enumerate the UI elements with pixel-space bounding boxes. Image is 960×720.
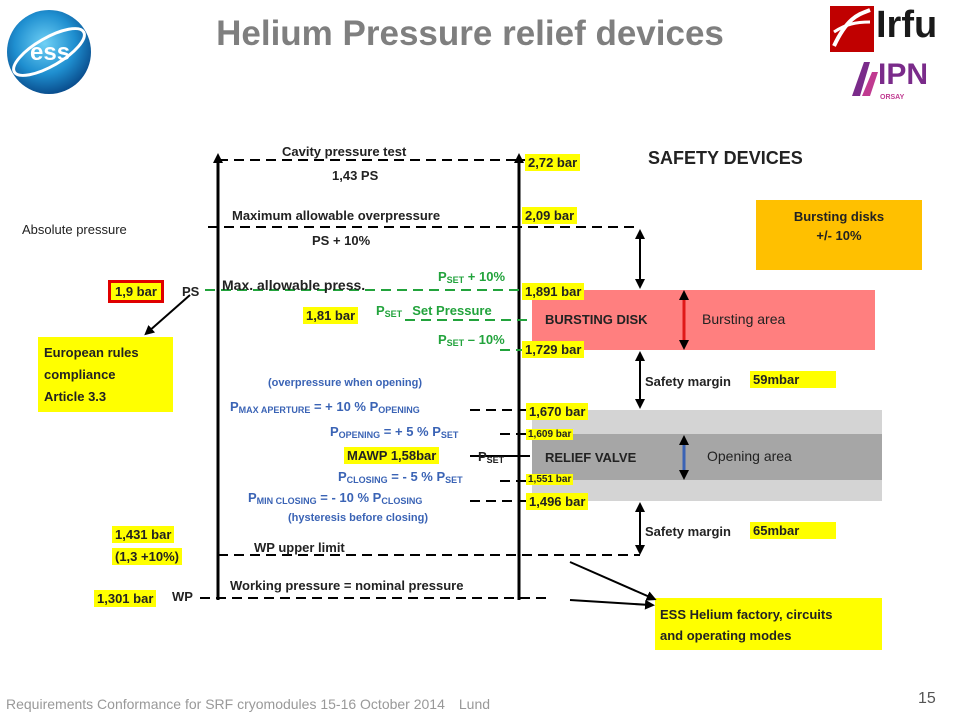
max-allowable-press-label: Max. allowable press. — [222, 277, 366, 293]
safety-margin-2-value: 65mbar — [750, 522, 836, 539]
overpressure-note: (overpressure when opening) — [268, 377, 423, 389]
mawp-pset-label: PSET — [478, 449, 505, 465]
max-overpressure-value: 2,09 bar — [522, 207, 578, 224]
pset-minus-value: 1,729 bar — [522, 341, 585, 358]
p-opening-value: 1,609 bar — [526, 429, 574, 440]
ess-logo: ess — [4, 6, 94, 98]
wp-upper-left-value-2: (1,3 +10%) — [112, 548, 182, 565]
bursting-disks-box — [756, 200, 922, 270]
wp-marker: WP — [172, 589, 193, 604]
bursting-disks-line2: +/- 10% — [816, 228, 862, 243]
safety-devices-heading: SAFETY DEVICES — [648, 148, 803, 168]
page-title: Helium Pressure relief devices — [216, 14, 724, 53]
bursting-disks-line1: Bursting disks — [793, 209, 885, 224]
irfu-text: Irfu — [876, 4, 938, 46]
working-pressure-label: Working pressure = nominal pressure — [230, 578, 464, 593]
ipn-text: IPN — [878, 58, 929, 91]
p-min-closing-value: 1,496 bar — [526, 493, 589, 510]
hysteresis-note: (hysteresis before closing) — [288, 512, 428, 524]
european-rules-line3: Article 3.3 — [44, 389, 107, 404]
p-opening-label: POPENING = + 5 % PSET — [330, 424, 459, 440]
bursting-disks-text: Bursting disks +/- 10% — [756, 207, 922, 245]
bursting-area-band — [532, 290, 875, 350]
cavity-test-value: 2,72 bar — [525, 154, 581, 171]
european-rules-box — [38, 337, 173, 412]
footer-text: Requirements Conformance for SRF cryomod… — [6, 696, 491, 712]
ps-value: 1,891 bar — [522, 283, 585, 300]
european-rules-line1: European rules — [44, 345, 139, 360]
max-overpressure-label: Maximum allowable overpressure — [232, 208, 441, 223]
p-max-aperture-value: 1,670 bar — [526, 403, 589, 420]
ipn-logo: IPN ORSAY — [850, 58, 940, 108]
p-max-aperture-label: PMAX APERTURE = + 10 % POPENING — [230, 399, 420, 415]
wp-upper-label: WP upper limit — [254, 540, 345, 555]
ps-left-value: 1,9 bar — [108, 280, 164, 303]
set-pressure-left-value: 1,81 bar — [303, 307, 359, 324]
ess-helium-line1: ESS Helium factory, circuits — [660, 607, 833, 622]
ps-marker: PS — [182, 284, 200, 299]
ess-helium-line2: and operating modes — [660, 628, 792, 643]
relief-valve-band-dark — [532, 434, 882, 480]
mawp-label: MAWP 1,58bar — [344, 447, 440, 464]
cavity-test-sub: 1,43 PS — [332, 168, 379, 183]
opening-area-label: Opening area — [707, 448, 792, 464]
pset-plus-label: PSET + 10% — [438, 269, 506, 285]
european-rules-text: European rules compliance Article 3.3 — [44, 342, 172, 408]
absolute-pressure-label: Absolute pressure — [22, 222, 127, 237]
bursting-area-label: Bursting area — [702, 311, 786, 327]
irfu-logo: Irfu — [830, 4, 940, 56]
ipn-subtext: ORSAY — [880, 94, 905, 101]
european-rules-line2: compliance — [44, 367, 116, 382]
ess-helium-box — [655, 598, 882, 650]
p-closing-label: PCLOSING = - 5 % PSET — [338, 469, 463, 485]
safety-margin-1-label: Safety margin — [645, 374, 731, 389]
cavity-test-label: Cavity pressure test — [282, 144, 407, 159]
safety-margin-1-value: 59mbar — [750, 371, 836, 388]
pset-minus-label: PSET – 10% — [438, 332, 505, 348]
ess-helium-text: ESS Helium factory, circuits and operati… — [660, 604, 832, 646]
relief-valve-label: RELIEF VALVE — [545, 450, 637, 465]
svg-text:ess: ess — [30, 39, 70, 66]
p-closing-value: 1,551 bar — [526, 474, 574, 485]
safety-margin-2-label: Safety margin — [645, 524, 731, 539]
wp-left-value: 1,301 bar — [94, 590, 157, 607]
max-overpressure-sub: PS + 10% — [312, 233, 371, 248]
bursting-disk-label: BURSTING DISK — [545, 312, 648, 327]
footer-location: Lund — [458, 696, 491, 712]
page-number: 15 — [918, 690, 936, 707]
wp-upper-left-value-1: 1,431 bar — [112, 526, 175, 543]
p-min-closing-label: PMIN CLOSING = - 10 % PCLOSING — [248, 490, 423, 506]
